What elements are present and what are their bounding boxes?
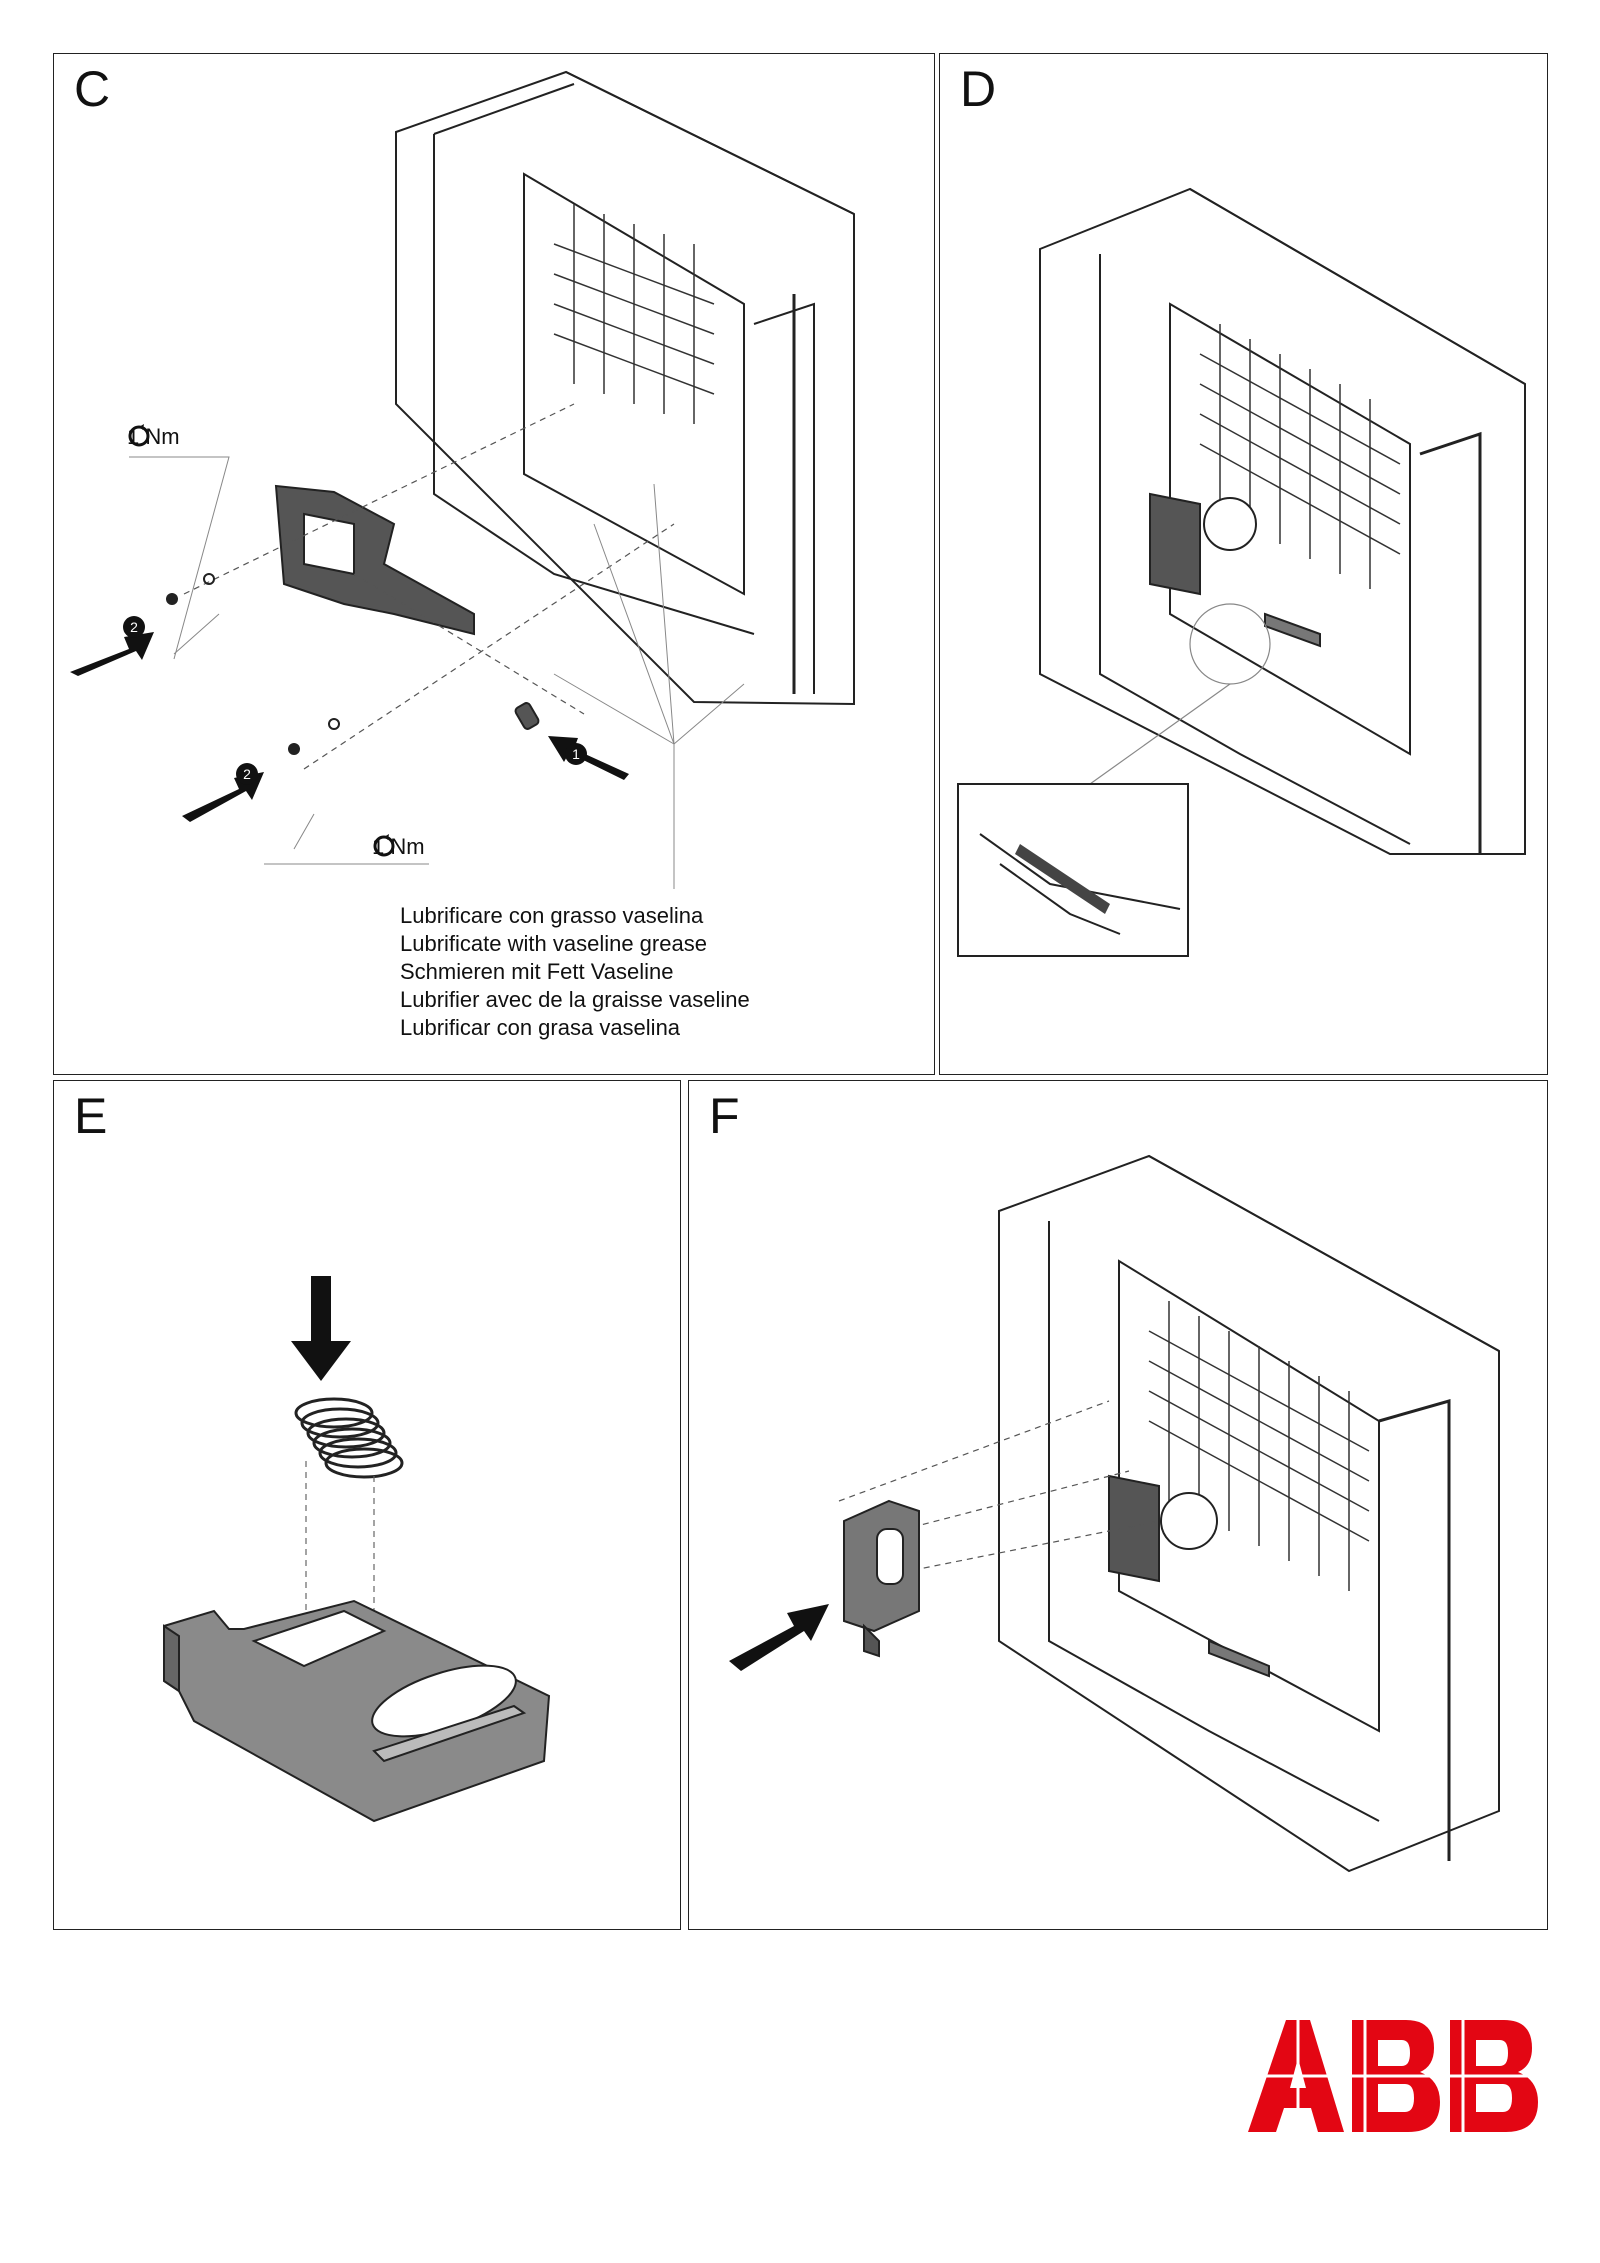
lubrication-line-es: Lubrificar con grasa vaselina	[400, 1015, 681, 1040]
torque-wrench-icon	[128, 424, 150, 447]
step-number-badge: 2 2 1	[123, 616, 587, 785]
panel-d: D	[939, 53, 1548, 1075]
push-arrow-icon	[291, 1276, 351, 1381]
enclosure-drawing-c: 2 2 1	[70, 70, 855, 889]
part-drawing-e	[163, 1276, 551, 1823]
torque-wrench-icon	[373, 834, 395, 857]
svg-text:1: 1	[572, 746, 580, 762]
panel-e: E	[53, 1080, 681, 1930]
lubrication-line-de: Schmieren mit Fett Vaseline	[400, 959, 674, 984]
panel-letter-e: E	[74, 1088, 108, 1144]
panel-letter-c: C	[74, 61, 111, 117]
lubrication-line-fr: Lubrifier avec de la graisse vaseline	[400, 987, 750, 1012]
enclosure-drawing-d	[957, 187, 1526, 957]
svg-text:2: 2	[130, 619, 138, 635]
panel-f: F	[688, 1080, 1548, 1930]
panel-c: C	[53, 53, 935, 1075]
abb-logo	[1248, 2020, 1542, 2132]
lubrication-line-it: Lubrificare con grasso vaselina	[400, 903, 704, 928]
push-arrow-icon	[729, 1604, 829, 1671]
enclosure-drawing-f	[729, 1154, 1500, 1873]
svg-text:2: 2	[243, 766, 251, 782]
push-arrow-icon	[70, 632, 629, 822]
panel-letter-d: D	[960, 61, 997, 117]
lubrication-line-en: Lubrificate with vaseline grease	[400, 931, 707, 956]
lubrication-note: Lubrificare con grasso vaselina Lubrific…	[400, 902, 750, 1042]
torque-callout-top: 1 Nm	[127, 424, 180, 450]
torque-callout-bottom: 1 Nm	[372, 834, 425, 860]
panel-letter-f: F	[709, 1088, 740, 1144]
